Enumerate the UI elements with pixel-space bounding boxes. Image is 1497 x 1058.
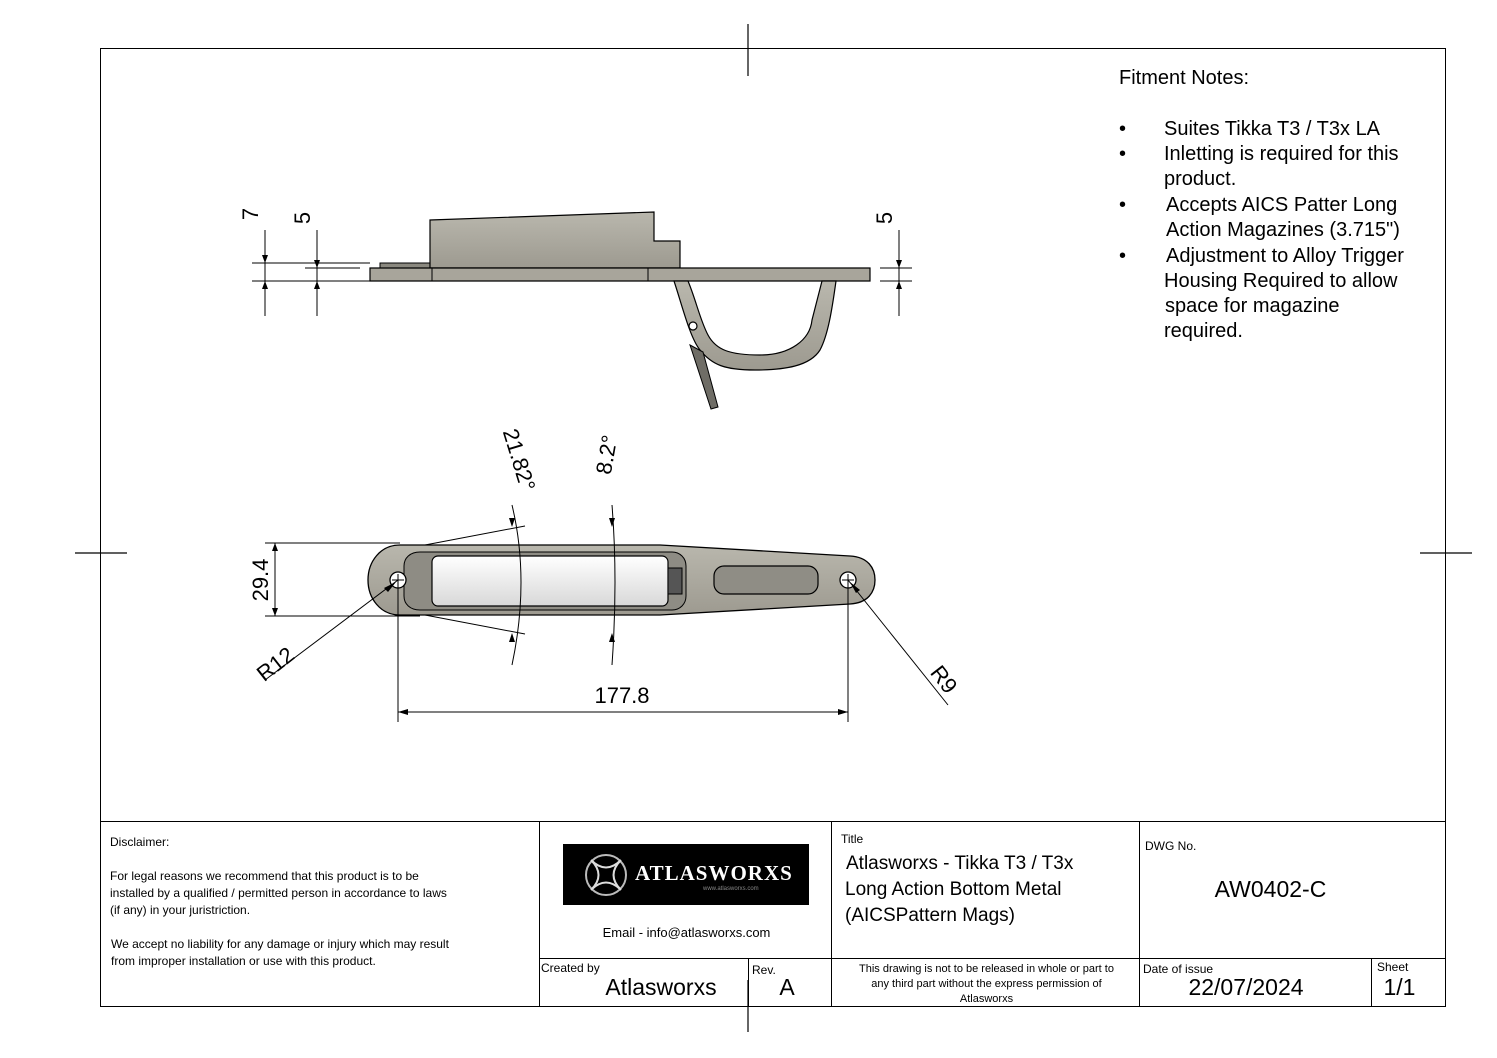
rev-label: Rev. — [752, 963, 776, 977]
revision: A — [779, 974, 795, 1000]
disclaimer-paragraph-2: We accept no liability for any damage or… — [111, 937, 449, 968]
fitment-note-item: • Inletting is required for this product… — [1119, 143, 1399, 190]
bottom-view: 29.4 21.82° 8.2° R12 R9 177.8 — [248, 426, 962, 722]
created-label: Created by — [541, 961, 600, 975]
dwg-cell: DWG No. AW0402-C — [1139, 821, 1446, 959]
release-notice: This drawing is not to be released in wh… — [859, 963, 1114, 1005]
dim-side-left-inner: 5 — [290, 212, 315, 224]
dim-radius-right: R9 — [925, 661, 962, 699]
dim-side-right: 5 — [872, 212, 897, 224]
sheet-number: 1/1 — [1383, 974, 1416, 1000]
fitment-notes-list: • Suites Tikka T3 / T3x LA • Inletting i… — [1119, 117, 1439, 357]
title-cell: Title Atlasworxs - Tikka T3 / T3x Long A… — [831, 821, 1140, 959]
company-logo: ATLASWORXS www.atlasworxs.com — [563, 844, 809, 905]
notice-cell: This drawing is not to be released in wh… — [831, 958, 1140, 1007]
created-cell: Created by Atlasworxs — [539, 958, 749, 1007]
disclaimer-paragraph-1: For legal reasons we recommend that this… — [110, 869, 447, 917]
dwg-number: AW0402-C — [1214, 876, 1327, 902]
dim-angle-a: 21.82° — [498, 426, 541, 494]
side-view: 7 5 5 — [238, 208, 912, 410]
title-label: Title — [841, 832, 864, 846]
disclaimer-heading: Disclaimer: — [110, 835, 170, 849]
dim-angle-b: 8.2° — [591, 433, 622, 476]
created-by: Atlasworxs — [605, 974, 717, 1000]
rev-cell: Rev. A — [748, 958, 832, 1007]
dwg-label: DWG No. — [1145, 839, 1197, 853]
fitment-note-item: • Adjustment to Alloy Trigger Housing Re… — [1119, 245, 1404, 342]
logo-subtext: www.atlasworxs.com — [703, 886, 759, 892]
drawing-title: Atlasworxs - Tikka T3 / T3x Long Action … — [845, 853, 1074, 926]
contact-email: Email - info@atlasworxs.com — [602, 925, 771, 940]
fitment-note-item: • Suites Tikka T3 / T3x LA — [1119, 118, 1381, 140]
dim-width: 29.4 — [248, 559, 273, 602]
fitment-note-item: • Accepts AICS Patter Long Action Magazi… — [1119, 194, 1400, 241]
logo-text: ATLASWORXS — [635, 861, 793, 885]
fitment-notes-title: Fitment Notes: — [1119, 67, 1250, 89]
issue-date: 22/07/2024 — [1188, 974, 1304, 1000]
sheet-label: Sheet — [1377, 960, 1409, 974]
sheet-cell: Sheet 1/1 — [1371, 958, 1446, 1007]
logo-emblem-icon — [585, 854, 627, 896]
date-cell: Date of issue 22/07/2024 — [1139, 958, 1372, 1007]
dim-side-left-outer: 7 — [238, 208, 263, 220]
logo-cell: ATLASWORXS www.atlasworxs.com Email - in… — [539, 821, 832, 959]
date-label: Date of issue — [1143, 962, 1214, 976]
dim-length: 177.8 — [594, 683, 649, 708]
dim-radius-left: R12 — [252, 642, 299, 687]
disclaimer-cell: Disclaimer: For legal reasons we recomme… — [100, 821, 540, 1007]
